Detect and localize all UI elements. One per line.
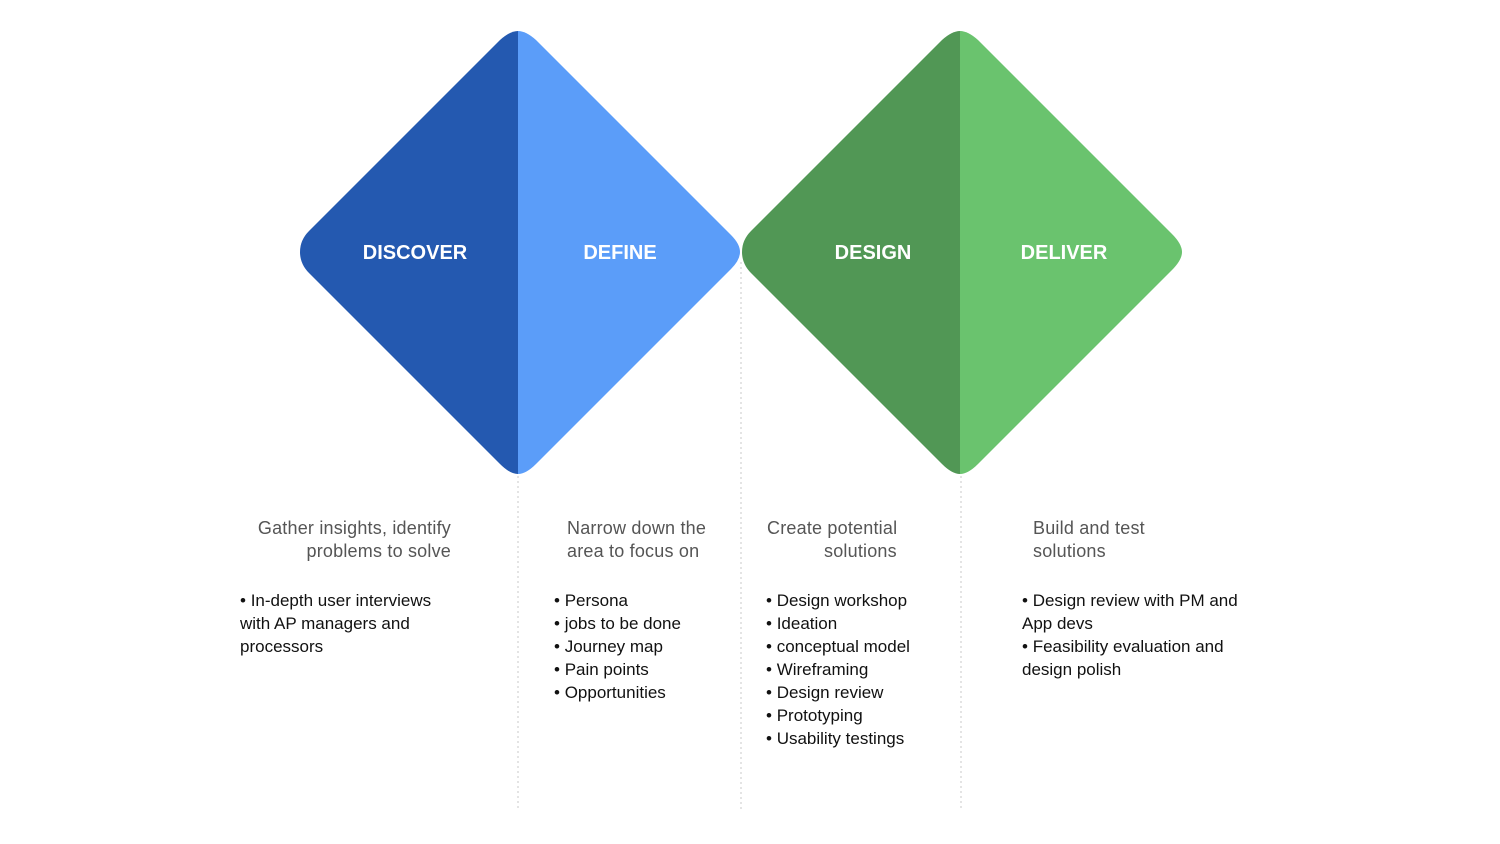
discover-summary-line-1: Gather insights, identify bbox=[257, 518, 451, 538]
list-item: Design review bbox=[766, 681, 956, 704]
discover-activity-list: In-depth user interviews with AP manager… bbox=[240, 589, 462, 658]
define-summary-line-1: Narrow down the bbox=[567, 518, 707, 538]
list-item: conceptual model bbox=[766, 635, 956, 658]
list-item: Ideation bbox=[766, 612, 956, 635]
define-half bbox=[518, 31, 740, 474]
phase-label-discover: DISCOVER bbox=[363, 242, 468, 264]
phase-label-define: DEFINE bbox=[583, 242, 656, 264]
list-item: Pain points bbox=[554, 658, 734, 681]
deliver-summary: Build and test solutions bbox=[1033, 517, 1203, 563]
design-summary-line-1: Create potential bbox=[767, 518, 898, 538]
phase-label-deliver: DELIVER bbox=[1021, 242, 1108, 264]
define-summary: Narrow down the area to focus on bbox=[567, 517, 737, 563]
deliver-summary-line-1: Build and test bbox=[1033, 518, 1145, 538]
deliver-summary-line-2: solutions bbox=[1033, 541, 1106, 561]
list-item: Prototyping bbox=[766, 704, 956, 727]
discover-summary: Gather insights, identify problems to so… bbox=[230, 517, 451, 563]
discover-half bbox=[300, 31, 518, 474]
deliver-half bbox=[960, 31, 1182, 474]
design-half bbox=[742, 31, 960, 474]
list-item: Opportunities bbox=[554, 681, 734, 704]
list-item: Design review with PM and App devs bbox=[1022, 589, 1262, 635]
list-item: Usability testings bbox=[766, 727, 956, 750]
list-item: In-depth user interviews with AP manager… bbox=[240, 589, 462, 658]
deliver-activity-list: Design review with PM and App devs Feasi… bbox=[1022, 589, 1262, 681]
list-item: Feasibility evaluation and design polish bbox=[1022, 635, 1262, 681]
list-item: Persona bbox=[554, 589, 734, 612]
design-summary: Create potential solutions bbox=[767, 517, 937, 563]
phase-label-design: DESIGN bbox=[835, 242, 912, 264]
list-item: jobs to be done bbox=[554, 612, 734, 635]
discover-summary-line-2: problems to solve bbox=[306, 541, 451, 561]
define-summary-line-2: area to focus on bbox=[567, 541, 700, 561]
list-item: Design workshop bbox=[766, 589, 956, 612]
list-item: Journey map bbox=[554, 635, 734, 658]
design-summary-line-2: solutions bbox=[824, 541, 897, 561]
design-activity-list: Design workshop Ideation conceptual mode… bbox=[766, 589, 956, 750]
list-item: Wireframing bbox=[766, 658, 956, 681]
define-activity-list: Persona jobs to be done Journey map Pain… bbox=[554, 589, 734, 704]
